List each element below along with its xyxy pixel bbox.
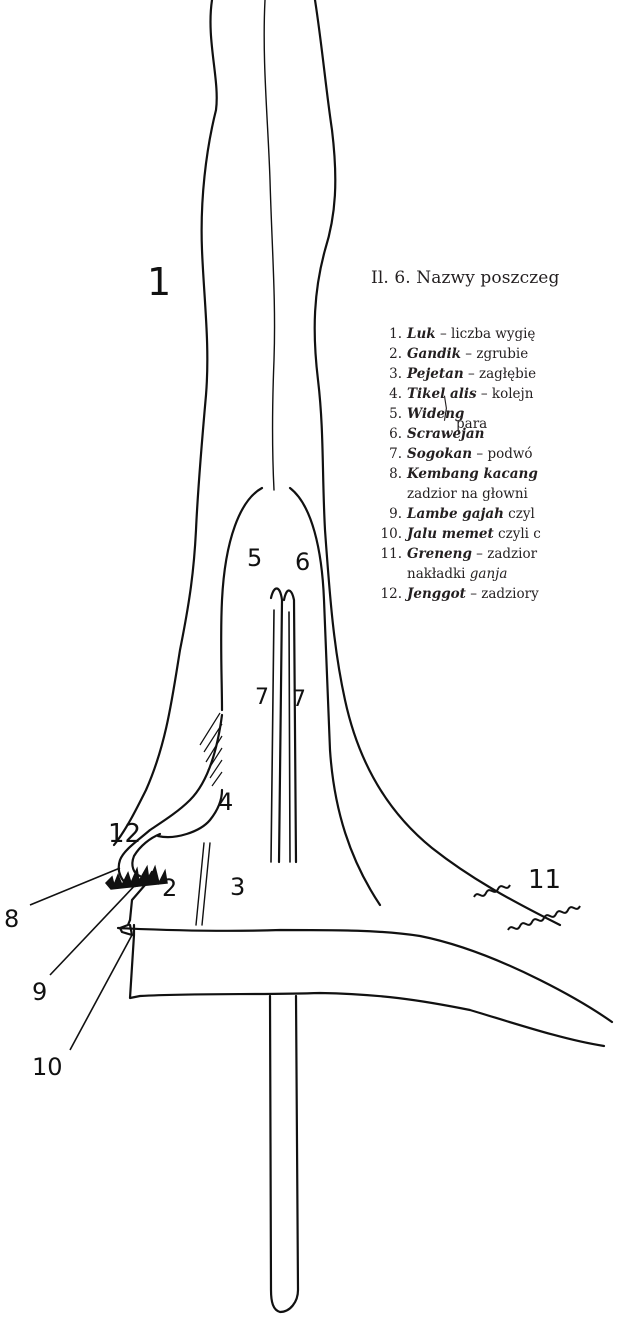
blade-left-edge <box>114 0 217 845</box>
legend-term: Lambe gajah <box>407 506 504 522</box>
pointer-8 <box>30 868 120 905</box>
legend-number: 10. <box>381 524 402 544</box>
legend-text: – kolejn <box>477 386 534 402</box>
label-1: 1 <box>147 260 171 304</box>
legend-number: 4. <box>389 384 402 404</box>
legend-item-3: 3. Pejetan – zagłębie <box>376 364 621 384</box>
legend-item-10: 10. Jalu memet czyli c <box>376 524 621 544</box>
label-6: 6 <box>295 548 310 576</box>
legend-item-7: 7. Sogokan – podwó <box>376 444 621 464</box>
legend-text: czyl <box>504 506 535 522</box>
legend-number: 9. <box>389 504 402 524</box>
label-7a: 7 <box>255 685 269 710</box>
label-2: 2 <box>162 874 177 902</box>
legend-number: 7. <box>389 444 402 464</box>
label-7b: 7 <box>292 687 306 712</box>
label-10: 10 <box>32 1053 63 1081</box>
legend-text-continued: nakładki <box>407 566 470 582</box>
pair-bracket: ⟩ <box>443 398 448 418</box>
legend-item-8: 8. Kembang kacang zadzior na głowni <box>376 464 621 504</box>
legend-term: Kembang kacang <box>407 466 538 482</box>
ganja-top <box>118 928 612 1022</box>
legend-number: 1. <box>389 324 402 344</box>
label-4: 4 <box>218 788 233 816</box>
legend-text-italic: ganja <box>470 566 508 582</box>
legend-item-2: 2. Gandik – zgrubie <box>376 344 621 364</box>
label-5: 5 <box>247 544 262 572</box>
pesi-tang <box>270 996 298 1312</box>
legend-number: 5. <box>389 404 402 424</box>
legend-item-12: 12. Jenggot – zadziory <box>376 584 621 604</box>
legend-number: 8. <box>389 464 402 484</box>
legend-text: – zagłębie <box>464 366 536 382</box>
legend-term: Sogokan <box>407 446 472 462</box>
legend-number: 6. <box>389 424 402 444</box>
label-3: 3 <box>230 873 245 901</box>
legend-number: 11. <box>381 544 402 564</box>
legend-text: – zadzior <box>472 546 537 562</box>
wideng-outline <box>221 488 262 710</box>
pointer-10 <box>70 935 132 1050</box>
label-8: 8 <box>4 905 19 933</box>
legend-item-5-6: 5. Wideng 6. Scrawejan ⟩ para <box>376 404 621 444</box>
ganja-guard <box>130 925 604 1046</box>
legend-text: – zgrubie <box>461 346 528 362</box>
legend-term: Jalu memet <box>407 526 494 542</box>
legend-term: Pejetan <box>407 366 464 382</box>
legend-list: 1. Luk – liczba wygię 2. Gandik – zgrubi… <box>376 324 621 604</box>
legend-text: – zadziory <box>466 586 539 602</box>
legend-term: Greneng <box>407 546 472 562</box>
label-11: 11 <box>528 865 561 895</box>
pair-label: para <box>456 414 487 434</box>
legend-term: Luk <box>407 326 436 342</box>
legend-number: 2. <box>389 344 402 364</box>
legend-text: – podwó <box>472 446 532 462</box>
legend-term: Jenggot <box>407 586 466 602</box>
legend-number: 3. <box>389 364 402 384</box>
sogokan-groove-outer-right <box>289 612 290 862</box>
legend-item-4: 4. Tikel alis – kolejn <box>376 384 621 404</box>
legend-item-1: 1. Luk – liczba wygię <box>376 324 621 344</box>
tikel-alis-hatching <box>200 713 222 786</box>
legend-text: – liczba wygię <box>436 326 536 342</box>
legend-text-continued: zadzior na głowni <box>407 484 538 504</box>
legend-item-9: 9. Lambe gajah czyl <box>376 504 621 524</box>
legend-term: Gandik <box>407 346 461 362</box>
label-9: 9 <box>32 978 47 1006</box>
blade-center-ridge <box>264 0 274 490</box>
label-12: 12 <box>108 819 141 849</box>
kembang-kacang-base <box>158 790 222 837</box>
figure-caption: Il. 6. Nazwy poszczeg <box>371 268 559 288</box>
kembang-kacang-curl <box>119 715 222 886</box>
sogokan-groove-outer-left <box>271 610 274 862</box>
legend-number: 12. <box>381 584 402 604</box>
legend-text: czyli c <box>494 526 541 542</box>
